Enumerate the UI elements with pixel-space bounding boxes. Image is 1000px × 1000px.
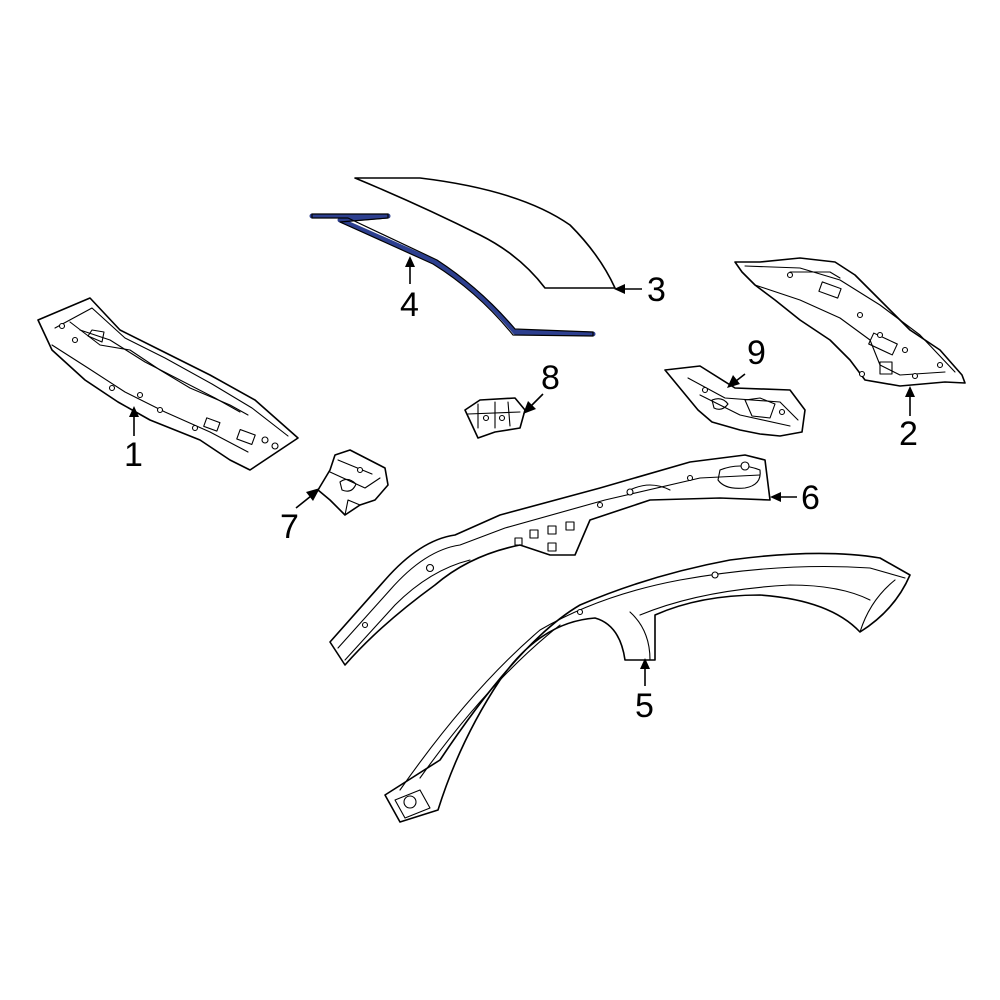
callout-9: 9 <box>727 334 766 388</box>
callout-1-label: 1 <box>124 436 143 474</box>
part-3-back-glass[interactable] <box>354 177 616 289</box>
callout-3-label: 3 <box>647 271 666 309</box>
callout-5-label: 5 <box>635 687 654 725</box>
callout-3: 3 <box>614 271 666 309</box>
callout-7: 7 <box>280 488 320 546</box>
callout-6: 6 <box>770 479 820 517</box>
part-6-quarter-rail[interactable] <box>329 454 771 666</box>
callout-8: 8 <box>523 359 560 414</box>
part-2-package-tray[interactable] <box>734 257 966 387</box>
part-4-glass-seal[interactable] <box>309 213 596 337</box>
callout-8-label: 8 <box>541 359 560 397</box>
callout-4: 4 <box>400 256 419 324</box>
callout-4-label: 4 <box>400 286 419 324</box>
callout-5: 5 <box>635 658 654 725</box>
seal-highlight <box>309 213 596 337</box>
part-1-rear-header-panel[interactable] <box>37 297 299 471</box>
part-7-bracket[interactable] <box>317 449 389 516</box>
callout-7-label: 7 <box>280 508 299 546</box>
callout-9-label: 9 <box>747 334 766 372</box>
callout-2-label: 2 <box>899 415 918 453</box>
callout-1: 1 <box>124 406 143 474</box>
callout-6-label: 6 <box>801 479 820 517</box>
callout-2: 2 <box>899 386 918 453</box>
part-8-bracket[interactable] <box>464 397 526 439</box>
part-5-wheelhouse-arch[interactable] <box>384 552 911 823</box>
part-9-bracket[interactable] <box>664 365 806 437</box>
